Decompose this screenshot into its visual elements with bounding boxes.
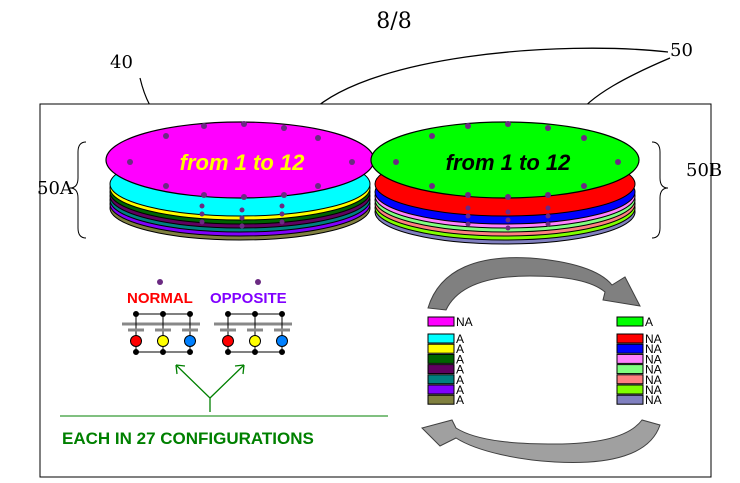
left-legend-swatch-3 [427, 364, 455, 375]
right-legend-swatch-0 [616, 333, 644, 344]
right-disk-label: from 1 to 12 [446, 150, 571, 175]
right-legend-swatch-top [616, 316, 644, 327]
right-legend-label-1: NA [645, 342, 662, 356]
reference-50: 50 [670, 40, 693, 61]
opposite-marker-dot [255, 279, 261, 285]
left-legend-swatch-5 [427, 384, 455, 395]
opposite-configuration-icon [214, 311, 292, 355]
right-legend-label-3: NA [645, 363, 662, 377]
left-legend-label-6: A [456, 393, 464, 407]
right-disk-stack: from 1 to 12 [370, 121, 640, 245]
brace-50b [651, 141, 669, 239]
right-legend-label-5: NA [645, 383, 662, 397]
right-legend-swatch-2 [616, 353, 644, 364]
right-legend-label-2: NA [645, 352, 662, 366]
right-legend-swatch-1 [616, 343, 644, 354]
left-legend-swatch-2 [427, 353, 455, 364]
right-disk-top [370, 121, 640, 199]
right-legend-swatch-6 [616, 394, 644, 405]
brace-50a [69, 141, 87, 239]
left-legend-label-2: A [456, 352, 464, 366]
left-legend-label-3: A [456, 363, 464, 377]
right-legend-label-4: NA [645, 373, 662, 387]
right-legend-label-top: A [645, 315, 653, 329]
left-disk-holes [127, 121, 355, 200]
normal-marker-dot [157, 279, 163, 285]
normal-label: NORMAL [127, 290, 193, 307]
opposite-label: OPPOSITE [210, 290, 287, 307]
configuration-arrows [175, 364, 245, 412]
right-legend-swatch-5 [616, 384, 644, 395]
left-legend-swatch-0 [427, 333, 455, 344]
right-disk-holes [393, 121, 621, 200]
reference-50a: 50A [37, 178, 74, 199]
left-disk-label: from 1 to 12 [180, 150, 305, 175]
left-disk-stack: from 1 to 12 [105, 121, 375, 241]
left-legend-label-1: A [456, 342, 464, 356]
left-legend-swatch-4 [427, 374, 455, 385]
left-legend-label-top: NA [456, 315, 473, 329]
page-number: 8/8 [376, 9, 411, 34]
right-legend-label-0: NA [645, 332, 662, 346]
right-legend-label-6: NA [645, 393, 662, 407]
arrow-50-left [304, 47, 669, 119]
right-legend-swatch-4 [616, 374, 644, 385]
left-legend-label-4: A [456, 373, 464, 387]
right-legend-swatch-3 [616, 364, 644, 375]
left-legend-swatch-1 [427, 343, 455, 354]
left-legend-label-5: A [456, 383, 464, 397]
left-legend-swatch-top [427, 316, 455, 327]
reference-40: 40 [110, 52, 133, 73]
configurations-label: EACH IN 27 CONFIGURATIONS [62, 429, 314, 448]
normal-configuration-icon [122, 311, 200, 355]
swap-arrows [421, 257, 661, 463]
left-legend-label-0: A [456, 332, 464, 346]
reference-50b: 50B [686, 160, 722, 181]
left-legend-swatch-6 [427, 394, 455, 405]
